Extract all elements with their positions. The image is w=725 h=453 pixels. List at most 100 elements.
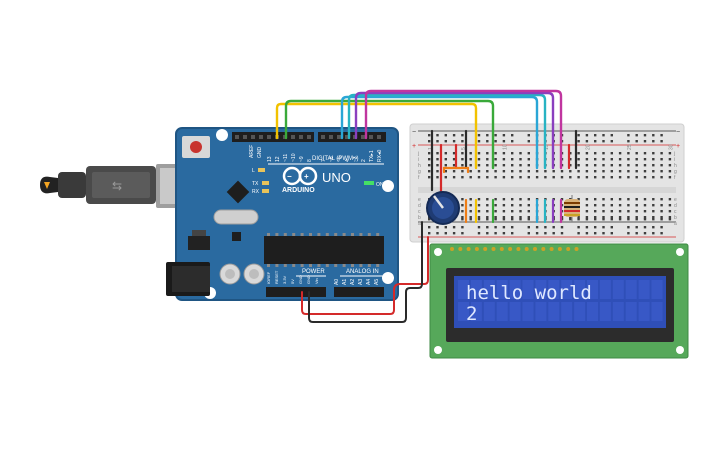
wire-black-gnd[interactable]: [308, 221, 423, 323]
bb-hole: [635, 198, 638, 201]
bb-hole: [436, 170, 439, 173]
bb-hole: [494, 210, 497, 213]
lcd-cell: [496, 302, 508, 321]
bb-hole: [585, 170, 589, 173]
bb-hole: [627, 204, 630, 207]
bb-hole: [569, 158, 572, 161]
bb-hole: [486, 140, 489, 143]
bb-hole: [569, 176, 572, 179]
wire-cyan[interactable]: [347, 93, 547, 170]
wire-purple[interactable]: [354, 91, 555, 170]
bb-hole: [635, 152, 638, 155]
bb-hole: [602, 152, 605, 155]
bb-hole: [469, 198, 472, 201]
wire-blue[interactable]: [340, 95, 539, 170]
potentiometer[interactable]: [426, 191, 460, 225]
bb-hole: [602, 232, 605, 235]
bb-hole: [594, 152, 597, 155]
bb-hole: [635, 164, 638, 167]
lcd-line-1: hello world: [466, 282, 592, 304]
bb-hole: [618, 204, 622, 207]
bb-hole: [635, 232, 638, 235]
bb-hole: [511, 176, 514, 179]
bb-hole: [502, 140, 506, 143]
bb-hole: [594, 232, 597, 235]
bb-hole: [527, 198, 530, 201]
bb-hole: [660, 218, 663, 221]
signal-wires: [275, 89, 563, 170]
bb-hole: [627, 232, 630, 235]
bb-hole: [469, 164, 472, 167]
bb-hole: [444, 164, 447, 167]
bb-hole: [511, 218, 514, 221]
bb-hole: [494, 204, 497, 207]
bb-hole: [610, 216, 613, 219]
arduino-brand: ARDUINO: [282, 187, 315, 194]
lcd-pin: [450, 247, 454, 251]
bb-hole: [594, 198, 597, 201]
wire-red-5v[interactable]: [301, 236, 429, 315]
bb-hole: [610, 134, 613, 137]
lcd-module: hello world 2: [429, 243, 689, 359]
bb-hole: [461, 198, 464, 201]
bb-hole: [602, 134, 605, 137]
bb-hole: [668, 170, 672, 173]
wire-magenta[interactable]: [364, 89, 563, 170]
bb-hole: [461, 232, 464, 235]
bb-hole: [652, 176, 655, 179]
bb-hole: [494, 216, 497, 219]
bb-hole: [668, 158, 672, 161]
bb-row-letter: h: [418, 163, 421, 169]
lcd-cell: [612, 280, 624, 299]
bb-hole: [627, 140, 630, 143]
bb-hole: [452, 158, 456, 161]
lcd-cell: [561, 302, 573, 321]
bb-hole: [610, 232, 613, 235]
bb-hole: [585, 226, 589, 229]
bb-hole: [502, 204, 506, 207]
bb-hole: [527, 152, 530, 155]
lcd-cell: [548, 280, 560, 299]
bb-hole: [635, 204, 638, 207]
power-pin-label: RESET: [274, 270, 279, 284]
lcd-cell: [522, 302, 534, 321]
bb-hole: [585, 218, 589, 221]
lcd-cell: [638, 280, 650, 299]
l-led-label: L: [252, 168, 255, 174]
bb-hole: [668, 210, 672, 213]
bb-hole: [511, 134, 514, 137]
bb-hole: [486, 232, 489, 235]
bb-hole: [668, 198, 672, 201]
bb-hole: [635, 216, 638, 219]
wire-green[interactable]: [284, 99, 495, 170]
digital-pin-label: 7: [321, 159, 327, 162]
bb-hole: [527, 176, 530, 179]
digital-pin-label: 8: [307, 159, 313, 162]
bb-hole: [577, 170, 580, 173]
bb-hole: [428, 152, 431, 155]
bb-hole: [602, 176, 605, 179]
bb-hole: [668, 204, 672, 207]
lcd-cell: [574, 302, 586, 321]
bb-hole: [527, 170, 530, 173]
bb-hole: [635, 140, 638, 143]
wire-yellow[interactable]: [275, 102, 478, 170]
bb-hole: [527, 140, 530, 143]
power-pin-label: GND: [306, 275, 311, 284]
bb-hole: [594, 204, 597, 207]
bb-hole: [594, 216, 597, 219]
digital-header-right: [318, 132, 386, 142]
bb-hole: [635, 170, 638, 173]
bb-hole: [477, 198, 481, 201]
bb-hole: [502, 164, 506, 167]
bb-hole: [527, 226, 530, 229]
bb-column-number: 25: [627, 144, 633, 150]
bb-row-letter: e: [674, 197, 677, 203]
power-label: POWER: [302, 269, 325, 275]
lcd-pin: [541, 247, 546, 251]
bb-hole: [477, 140, 481, 143]
bb-hole: [577, 158, 580, 161]
bb-hole: [428, 176, 431, 179]
lcd-cell: [470, 280, 482, 299]
